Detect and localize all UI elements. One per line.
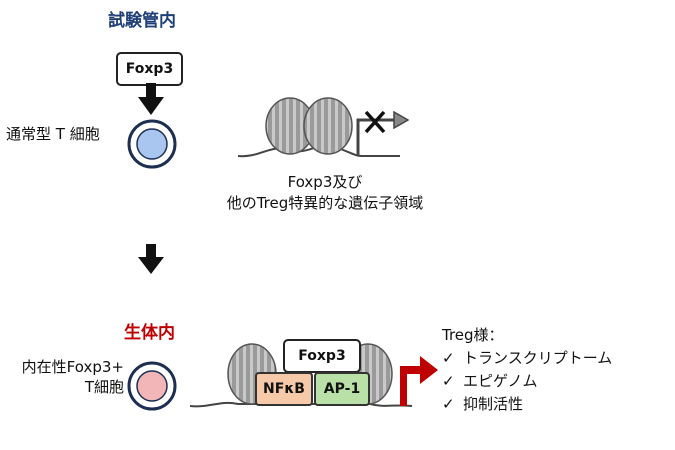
check-icon: ✓ bbox=[442, 372, 455, 390]
caption-line-2: 他のTreg特異的な遺伝子領域 bbox=[226, 194, 424, 212]
list-item-label: 抑制活性 bbox=[463, 395, 524, 413]
conventional-t-cell-label: 通常型 T 細胞 bbox=[6, 125, 100, 143]
list-item-label: エピゲノム bbox=[463, 372, 538, 390]
endogenous-cell-label: 内在性Foxp3+ T細胞 bbox=[12, 357, 124, 397]
ap1-label: AP-1 bbox=[323, 381, 361, 397]
nfkb-box: NFκB bbox=[255, 372, 313, 406]
down-arrow-icon bbox=[138, 244, 164, 274]
endogenous-cell-label-line-1: 内在性Foxp3+ bbox=[21, 358, 124, 376]
closed-chromatin bbox=[237, 97, 410, 158]
foxp3-label: Foxp3 bbox=[125, 61, 174, 77]
treg-like-list: Treg様： ✓ トランスクリプトーム ✓ エピゲノム ✓ 抑制活性 bbox=[442, 325, 612, 416]
check-icon: ✓ bbox=[442, 395, 455, 413]
x-mark-icon bbox=[364, 110, 386, 134]
nfkb-label: NFκB bbox=[263, 381, 305, 397]
transcription-arrow-icon bbox=[400, 356, 438, 406]
list-item: ✓ 抑制活性 bbox=[442, 393, 612, 416]
nucleosome bbox=[303, 97, 353, 155]
foxp3-label: Foxp3 bbox=[298, 348, 346, 364]
list-item: ✓ トランスクリプトーム bbox=[442, 347, 612, 370]
foxp3-box-in-vivo: Foxp3 bbox=[283, 339, 361, 373]
caption-line-1: Foxp3及び bbox=[287, 173, 363, 191]
in-vitro-header: 試験管内 bbox=[108, 11, 176, 31]
in-vitro-caption: Foxp3及び 他のTreg特異的な遺伝子領域 bbox=[195, 172, 455, 214]
conventional-t-cell bbox=[127, 119, 177, 169]
foxp3-box-in-vitro: Foxp3 bbox=[116, 52, 183, 86]
check-icon: ✓ bbox=[442, 349, 455, 367]
list-item-label: トランスクリプトーム bbox=[463, 349, 613, 367]
endogenous-foxp3-t-cell bbox=[127, 361, 177, 411]
down-arrow-icon bbox=[138, 83, 164, 115]
list-item: ✓ エピゲノム bbox=[442, 370, 612, 393]
treg-like-title: Treg様： bbox=[442, 326, 504, 344]
ap1-box: AP-1 bbox=[314, 372, 370, 406]
endogenous-cell-label-line-2: T細胞 bbox=[84, 378, 124, 396]
in-vivo-header: 生体内 bbox=[124, 323, 175, 343]
